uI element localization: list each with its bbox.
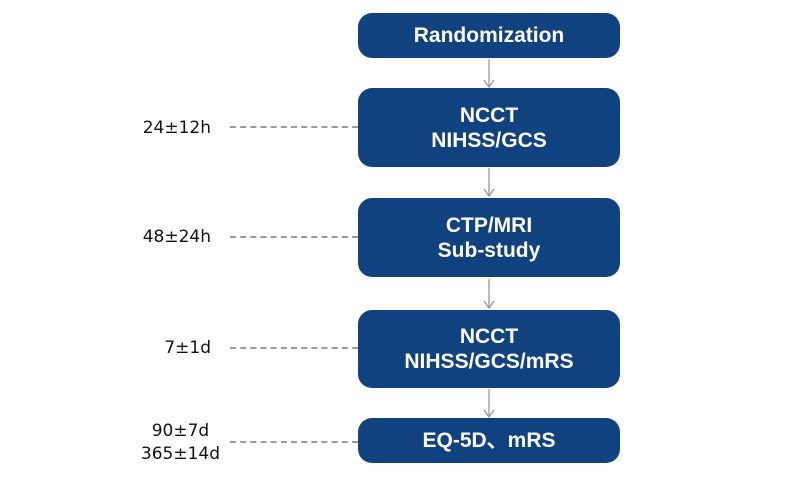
dashed-connector bbox=[230, 441, 358, 443]
step-box-eq5d-mrs: EQ-5D、mRS bbox=[358, 418, 620, 463]
step-label: Sub-study bbox=[437, 238, 541, 262]
time-label-line: 90±7d bbox=[151, 421, 210, 441]
step-label: NCCT bbox=[459, 325, 519, 348]
step-box-ncct-nihss-gcs: NCCT NIHSS/GCS bbox=[358, 88, 620, 167]
dashed-connector bbox=[230, 236, 358, 238]
time-label-24h: 24±12h bbox=[142, 118, 211, 138]
down-arrow-icon bbox=[483, 168, 495, 197]
step-box-ncct-nihss-gcs-mrs: NCCT NIHSS/GCS/mRS bbox=[358, 310, 620, 388]
time-label-48h: 48±24h bbox=[142, 227, 211, 247]
dashed-connector bbox=[230, 126, 358, 128]
time-label-90d-365d: 90±7d 365±14d bbox=[141, 420, 220, 466]
down-arrow-icon bbox=[483, 389, 495, 418]
step-label: NIHSS/GCS bbox=[431, 128, 547, 152]
down-arrow-icon bbox=[483, 59, 495, 88]
step-label: EQ-5D、mRS bbox=[422, 429, 556, 452]
down-arrow-icon bbox=[483, 279, 495, 309]
step-box-randomization: Randomization bbox=[358, 13, 620, 58]
step-label: CTP/MRI bbox=[445, 213, 533, 237]
dashed-connector bbox=[230, 347, 358, 349]
time-label-line: 365±14d bbox=[140, 444, 220, 464]
step-label: NIHSS/GCS/mRS bbox=[404, 350, 574, 373]
step-label: Randomization bbox=[413, 24, 565, 47]
step-label: NCCT bbox=[459, 103, 519, 127]
step-box-ctp-mri-sub-study: CTP/MRI Sub-study bbox=[358, 198, 620, 277]
time-label-7d: 7±1d bbox=[164, 338, 211, 358]
